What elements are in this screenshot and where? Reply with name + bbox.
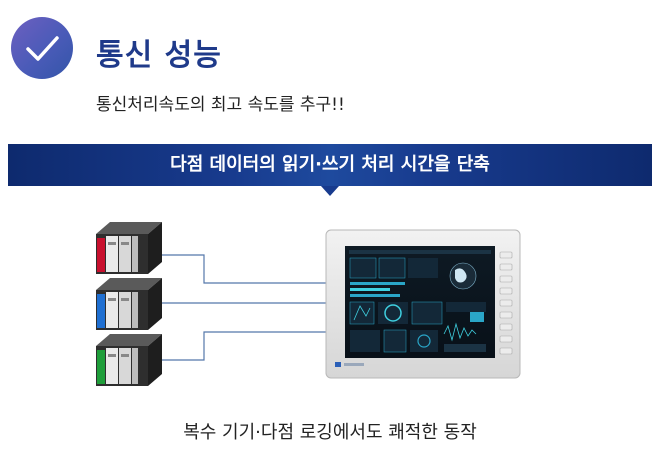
communication-diagram: [96, 222, 521, 386]
banner-text: 다점 데이터의 읽기·쓰기 처리 시간을 단축: [170, 154, 490, 175]
plc-device-red: [96, 222, 162, 274]
plc-device-green: [96, 334, 162, 386]
checkmark-icon: [11, 17, 73, 79]
banner-arrow: [321, 186, 339, 196]
hmi-logo: [335, 362, 341, 367]
caption: 복수 기기·다점 로깅에서도 쾌적한 동작: [183, 422, 477, 443]
hmi-side-buttons: [499, 251, 513, 355]
hmi-screen-content: [349, 250, 491, 353]
page-title: 통신 성능: [96, 38, 222, 73]
connection-lines: [160, 254, 327, 361]
feature-banner: 다점 데이터의 읽기·쓰기 처리 시간을 단축: [8, 144, 652, 186]
connection-line-3: [160, 331, 327, 361]
plc-device-blue: [96, 278, 162, 330]
connection-line-1: [160, 254, 327, 284]
hmi-panel-icon: [325, 229, 521, 379]
page-subtitle: 통신처리속도의 최고 속도를 추구!!: [96, 95, 345, 115]
